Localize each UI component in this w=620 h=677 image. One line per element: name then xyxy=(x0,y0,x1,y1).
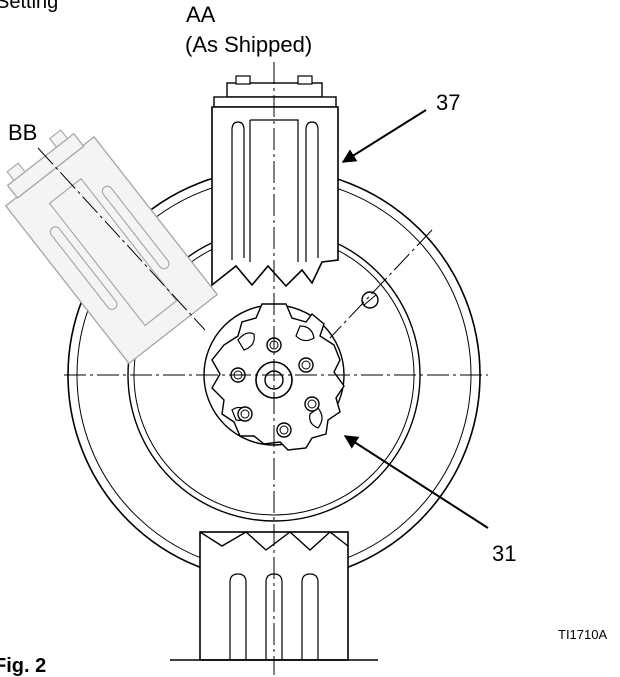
callout-37-label: 37 xyxy=(436,90,461,115)
position-bb-label: BB xyxy=(8,120,38,145)
callout-31-arrow xyxy=(343,435,489,529)
swivel-position-aa xyxy=(211,75,339,288)
position-aa-note: (As Shipped) xyxy=(185,32,313,57)
callout-31-label: 31 xyxy=(492,541,517,566)
figure-caption: Fig. 2 xyxy=(0,655,47,677)
figure-tag: TI1710A xyxy=(558,627,608,642)
callout-arrows xyxy=(341,109,489,529)
swivel-aa-body xyxy=(211,106,339,288)
top-cut-text: Setting xyxy=(0,0,59,13)
hub-bolt xyxy=(276,422,292,438)
hub-bolt xyxy=(304,396,320,412)
position-aa-label: AA xyxy=(186,2,216,27)
hub-bolt xyxy=(298,357,314,373)
center-lines xyxy=(37,62,488,675)
swivel-bb-cap xyxy=(6,132,85,199)
callout-37-arrow xyxy=(341,109,427,163)
pin-axis-line xyxy=(329,229,433,339)
bb-axis-line xyxy=(37,147,206,331)
swivel-position-bb xyxy=(4,129,219,365)
hub-bolt xyxy=(237,406,253,422)
hub-assembly xyxy=(203,303,345,451)
swivel-aa-flange xyxy=(213,96,337,108)
